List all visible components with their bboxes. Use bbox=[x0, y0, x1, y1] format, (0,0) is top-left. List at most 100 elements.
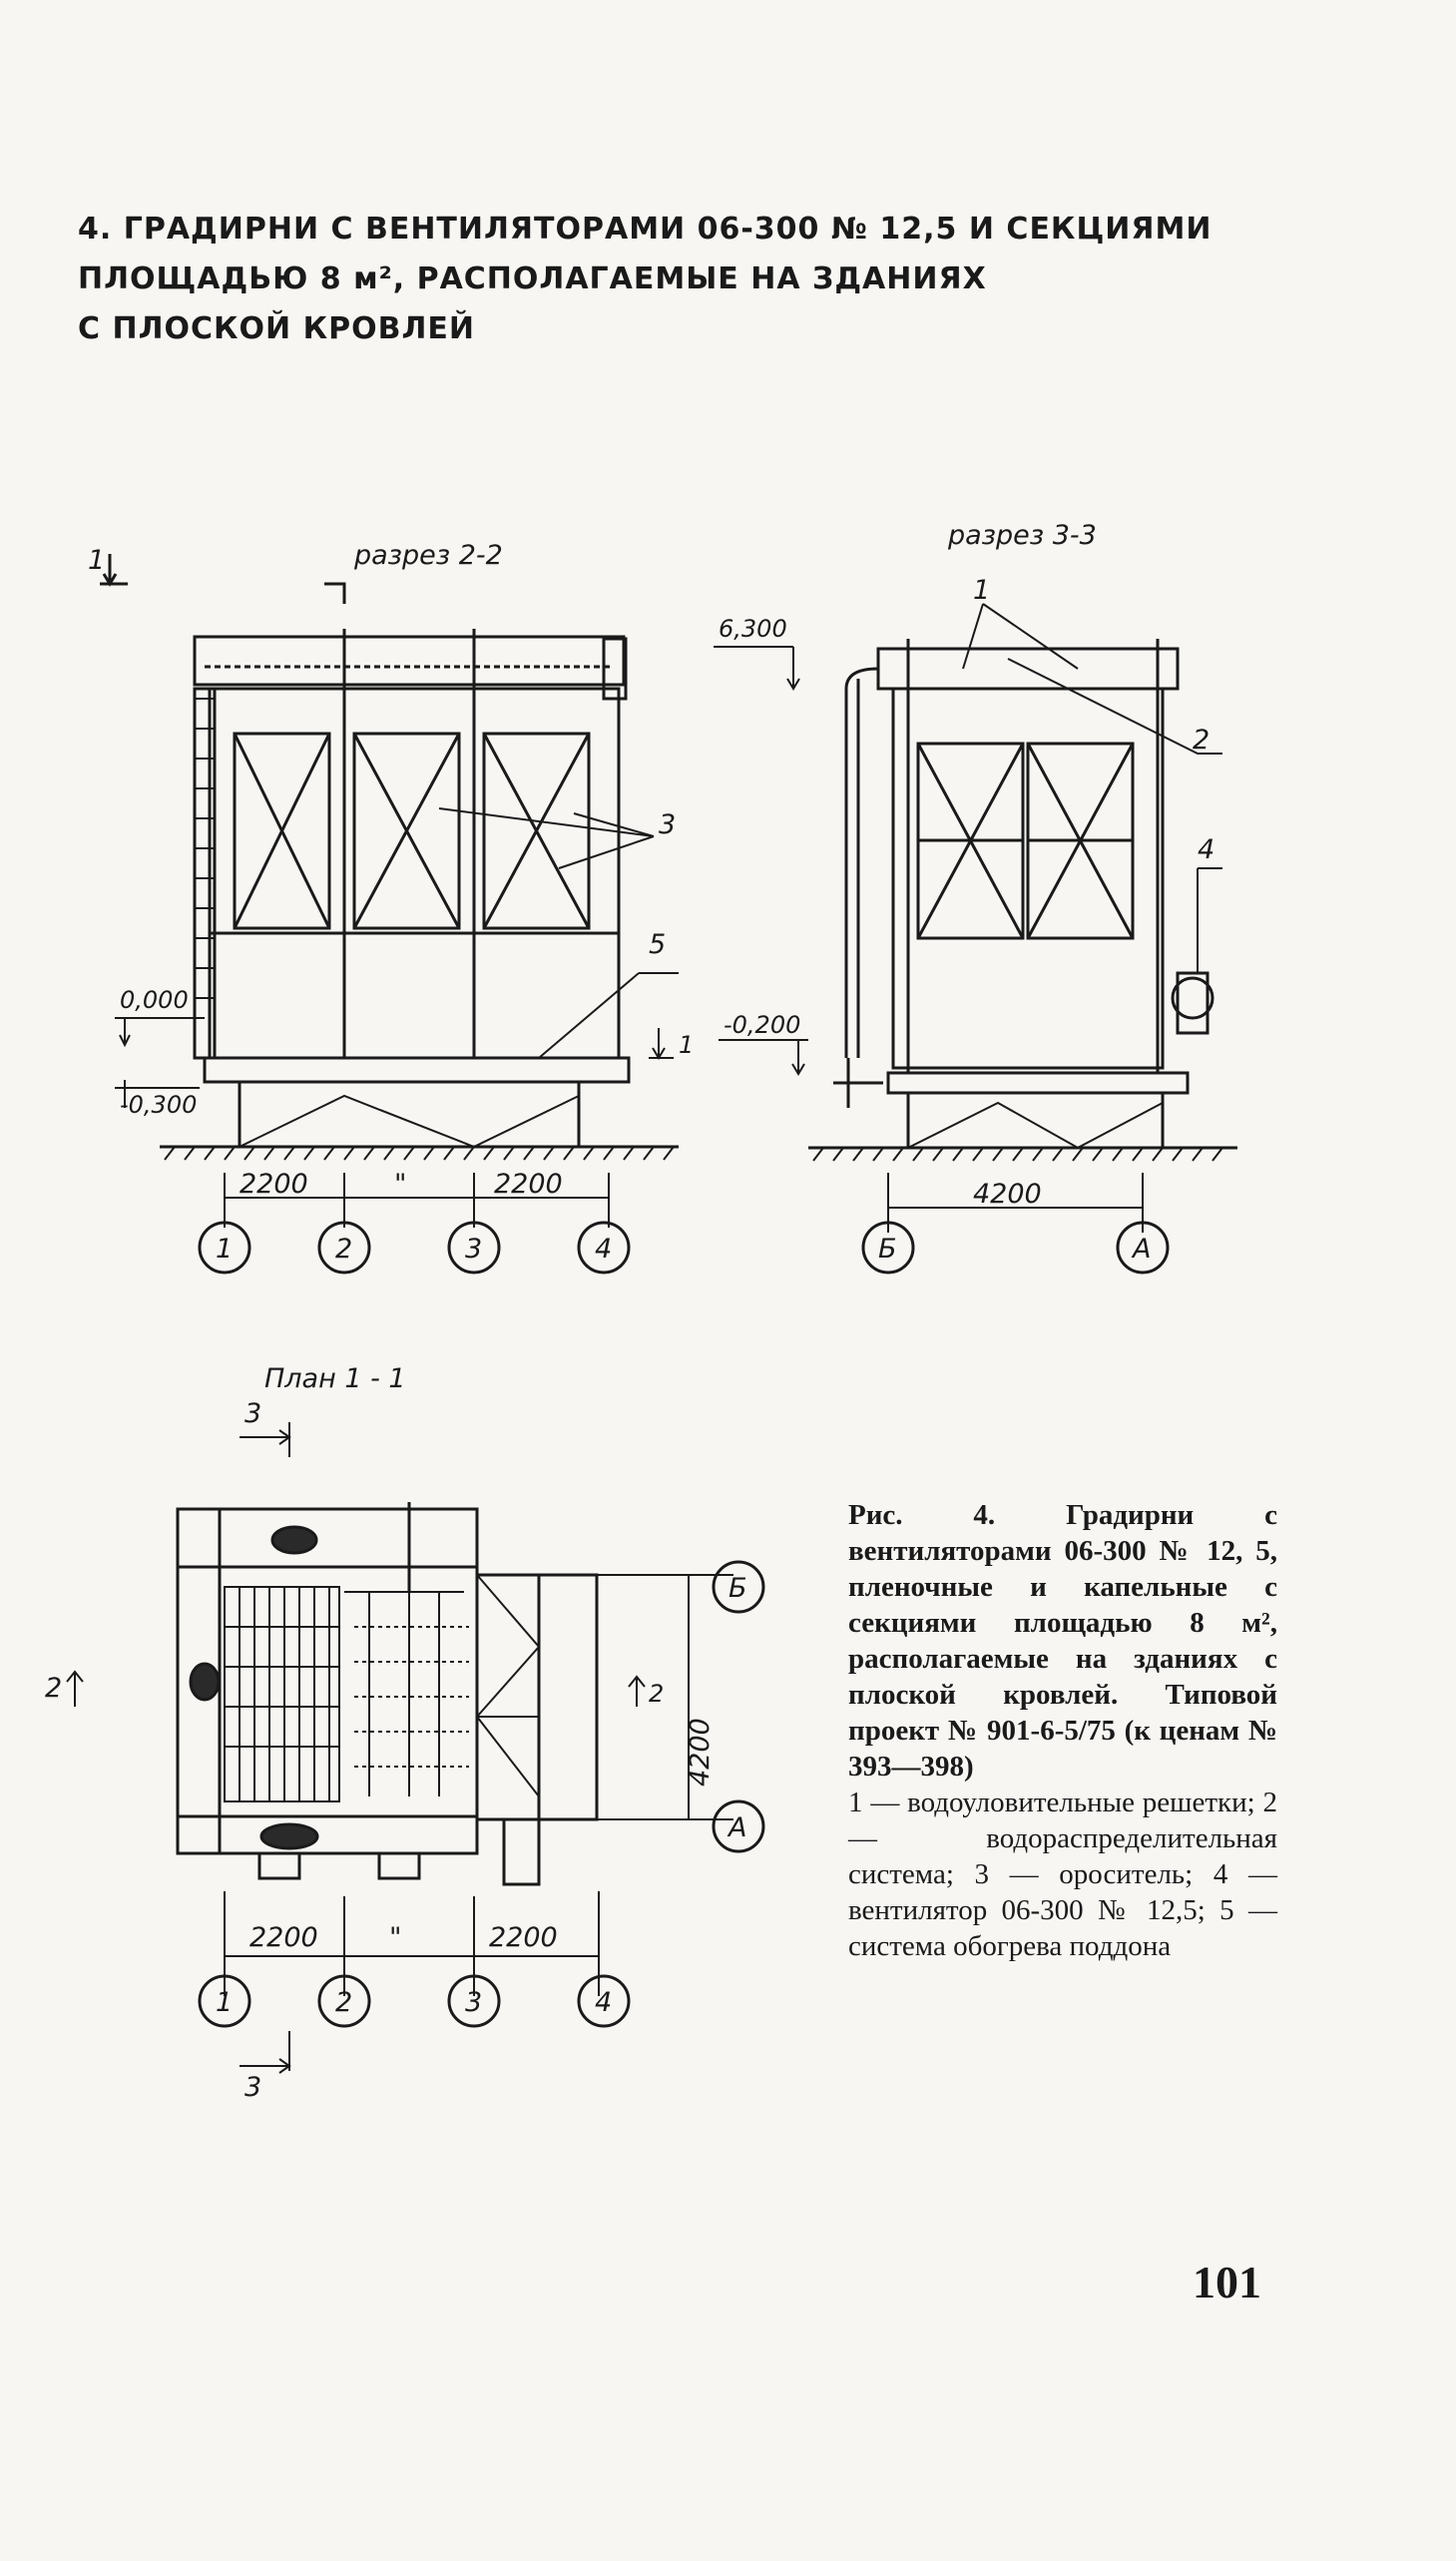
drain-valve bbox=[833, 1058, 883, 1108]
top-right-column bbox=[602, 637, 628, 701]
fill-panels bbox=[233, 732, 591, 930]
plan-axis-b: Б bbox=[728, 1573, 747, 1604]
roof-hatch-3-3 bbox=[812, 1147, 1223, 1162]
plan-dim-4200: 4200 bbox=[685, 1718, 716, 1787]
axis-3: 3 bbox=[465, 1234, 482, 1265]
plan-dim-2200-left: 2200 bbox=[249, 1922, 318, 1953]
cut-mark-1-label: 1 bbox=[88, 545, 105, 576]
callout-3-leader bbox=[438, 807, 655, 869]
section-2-2-title: разрез 2-2 bbox=[353, 540, 503, 571]
axis-b: Б bbox=[878, 1234, 897, 1265]
base-frame bbox=[238, 1080, 581, 1149]
plan-blob-top bbox=[270, 1525, 318, 1555]
plan-distribution-system bbox=[344, 1502, 469, 1796]
roof-hatch bbox=[164, 1146, 675, 1161]
fan-housing bbox=[1176, 971, 1210, 1035]
section-2-2: разрез 2-2 1 bbox=[88, 540, 694, 1275]
plan-axis-3: 3 bbox=[465, 1987, 482, 2018]
base-bracing-3-3 bbox=[907, 1101, 1164, 1150]
level-minus-0-200-mark bbox=[719, 1039, 808, 1076]
plan-dim-ext bbox=[224, 1891, 600, 1996]
plan-fan-3 bbox=[502, 1817, 541, 1886]
section-3-3: разрез 3-3 6,300 1 2 4 -0,200 bbox=[714, 520, 1237, 1275]
plan-fill-x bbox=[476, 1574, 541, 1797]
plan-axis-1: 1 bbox=[216, 1987, 233, 2018]
plan-blob-bottom bbox=[259, 1822, 319, 1850]
level-minus-0-300-mark bbox=[115, 1080, 200, 1108]
plan-axis-b-circle bbox=[712, 1560, 765, 1614]
callout-4-label: 4 bbox=[1198, 834, 1214, 865]
dim-4200: 4200 bbox=[973, 1179, 1042, 1210]
level-6-300-mark bbox=[714, 646, 800, 691]
figure-caption: Рис. 4. Градирни с вентиляторами 06-300 … bbox=[848, 1497, 1277, 1964]
plan-cut-3-bottom: 3 bbox=[244, 2072, 261, 2103]
level-minus-0-300: -0,300 bbox=[120, 1091, 197, 1119]
callout-5-leader bbox=[538, 972, 679, 1059]
figure-label: Рис. 4. bbox=[848, 1499, 996, 1531]
plan-cut-arrow-top bbox=[240, 1422, 291, 1457]
tower-body bbox=[208, 687, 621, 1060]
callout-5-label: 5 bbox=[649, 929, 666, 960]
fan-symbol bbox=[1171, 976, 1214, 1020]
level-0-000: 0,000 bbox=[120, 986, 189, 1014]
basin-3-3 bbox=[886, 1071, 1190, 1095]
level-6-300: 6,300 bbox=[719, 615, 787, 643]
section-3-3-title: разрез 3-3 bbox=[947, 520, 1097, 551]
heading-line-2: ПЛОЩАДЬЮ 8 м², РАСПОЛАГАЕМЫЕ НА ЗДАНИЯХ bbox=[78, 261, 987, 296]
cut-tick bbox=[324, 582, 346, 604]
riser-pipe bbox=[844, 679, 860, 1058]
cut-arrow-1b bbox=[649, 1028, 674, 1060]
axis-a: А bbox=[1131, 1234, 1151, 1265]
plan-eliminator-grid bbox=[224, 1586, 340, 1802]
plan-fan-2 bbox=[377, 1851, 421, 1880]
plan-dim-vertical-ext bbox=[597, 1574, 733, 1820]
dim-extensions bbox=[224, 1173, 610, 1228]
plan-fan-bay bbox=[537, 1573, 599, 1821]
plan-axis-2: 2 bbox=[335, 1987, 352, 2018]
side-column bbox=[193, 687, 217, 1060]
dim-ditto: " bbox=[394, 1169, 406, 1200]
plan-cut-arrow-bottom bbox=[240, 2031, 291, 2074]
tower-body-3-3 bbox=[891, 687, 1165, 1070]
cut-mark-1b: 1 bbox=[679, 1031, 694, 1059]
heading-line-3: С ПЛОСКОЙ КРОВЛЕЙ bbox=[78, 311, 475, 346]
plan-axis-a-circle bbox=[712, 1799, 765, 1853]
axis-2: 2 bbox=[335, 1234, 352, 1265]
fill-panels-3-3 bbox=[916, 742, 1135, 940]
heading-line-1: 4. ГРАДИРНИ С ВЕНТИЛЯТОРАМИ 06-300 № 12,… bbox=[78, 212, 1213, 247]
base-3-3 bbox=[906, 1091, 1165, 1150]
riser-bend bbox=[844, 667, 879, 690]
callout-3-label: 3 bbox=[659, 809, 676, 840]
axis-a-circle bbox=[1116, 1221, 1170, 1275]
cut-arrow-1 bbox=[100, 554, 128, 587]
basin bbox=[203, 1056, 631, 1084]
dim-2200-right: 2200 bbox=[494, 1169, 563, 1200]
level-minus-0-200: -0,200 bbox=[724, 1011, 800, 1039]
plan-blob-left bbox=[189, 1662, 221, 1702]
plan-fan-1 bbox=[257, 1851, 301, 1880]
page-number: 101 bbox=[1193, 2257, 1261, 2307]
axis-1: 1 bbox=[216, 1234, 233, 1265]
axis-4: 4 bbox=[595, 1234, 612, 1265]
axis-b-circle bbox=[861, 1221, 915, 1275]
callout-2-label: 2 bbox=[1193, 725, 1210, 756]
figure-legend: 1 — водоуловительные решетки; 2 — водора… bbox=[848, 1787, 1277, 1962]
plan-dim-2200-right: 2200 bbox=[489, 1922, 558, 1953]
base-bracing bbox=[239, 1094, 580, 1149]
axis-markers-2-2 bbox=[198, 1221, 631, 1275]
plan-cut-2-left: 2 bbox=[45, 1673, 62, 1704]
plan-1-1: План 1 - 1 3 bbox=[45, 1363, 765, 2103]
plan-cut-arrow-right bbox=[628, 1675, 646, 1707]
figure-title: Градирни с вентиляторами 06-300 № 12, 5,… bbox=[848, 1499, 1278, 1783]
plan-dim-ditto: " bbox=[389, 1922, 401, 1953]
section-heading: 4. ГРАДИРНИ С ВЕНТИЛЯТОРАМИ 06-300 № 12,… bbox=[78, 205, 1225, 354]
plan-axis-markers bbox=[198, 1974, 631, 2028]
callout-4-leader bbox=[1197, 867, 1222, 973]
plan-axis-4: 4 bbox=[595, 1987, 612, 2018]
callout-2-leader bbox=[1007, 658, 1222, 755]
top-rail bbox=[193, 635, 626, 687]
dim-2200-left: 2200 bbox=[240, 1169, 308, 1200]
plan-cut-3-top: 3 bbox=[244, 1398, 261, 1429]
level-0-000-mark bbox=[115, 1017, 205, 1048]
